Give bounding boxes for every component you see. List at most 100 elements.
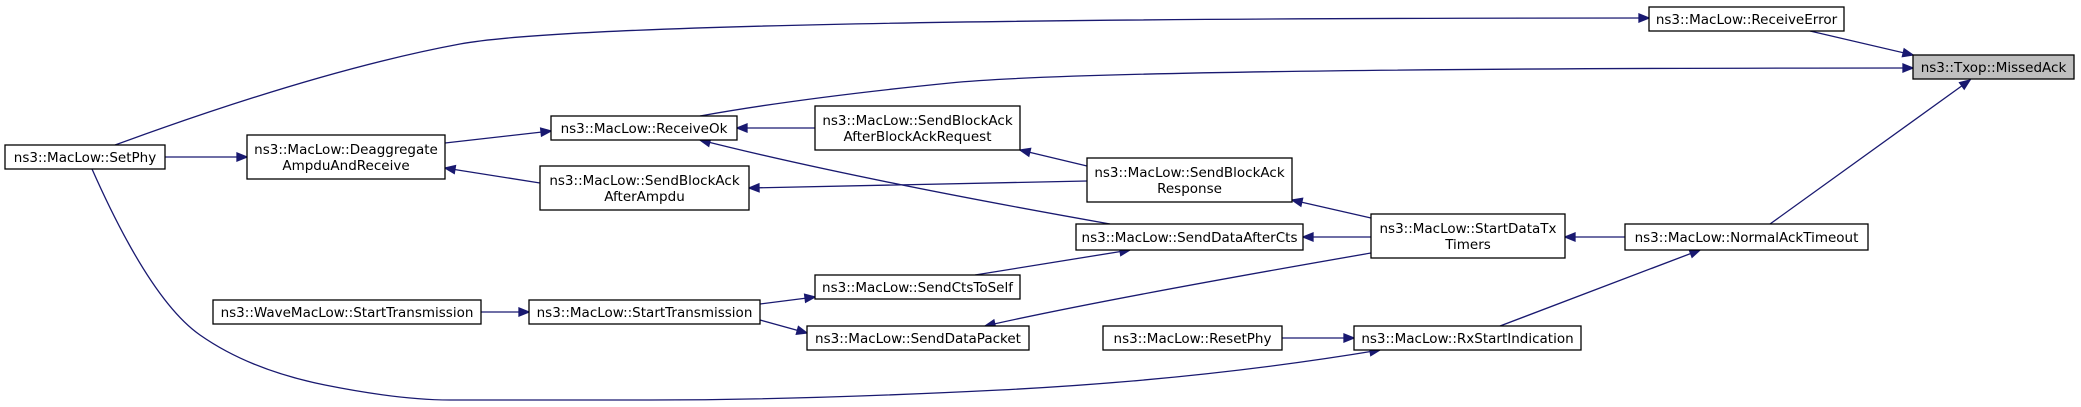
edge-line (444, 167, 541, 184)
node-label: ns3::MacLow::ReceiveError (1656, 12, 1838, 28)
edge-receive_error-to-missed_ack (1809, 30, 1915, 58)
arrowhead (518, 307, 531, 317)
node-box (1912, 54, 2075, 80)
node-label: ns3::MacLow::SendBlockAck (1094, 165, 1284, 181)
edge-line (748, 180, 1088, 189)
edge-receive_ok-to-missed_ack (699, 63, 1915, 117)
edge-line (1499, 249, 1701, 327)
arrowhead (539, 127, 553, 138)
edge-start_data_tx_timers-to-send_data_after_cts (1301, 232, 1371, 242)
node-label: ns3::MacLow::SendCtsToSelf (822, 280, 1014, 296)
node-box (1648, 6, 1845, 32)
edge-send_ba_response-to-send_ba_after_bar (1018, 147, 1088, 167)
node-box (1075, 223, 1304, 251)
node-label: Timers (1444, 237, 1491, 253)
node-box (528, 299, 761, 325)
edge-send_ba_response-to-send_ba_after_ampdu (747, 180, 1088, 193)
node-label: AfterAmpdu (604, 189, 685, 205)
edge-line (114, 17, 1650, 146)
node-box (806, 325, 1030, 351)
edge-start_transmission-to-send_data_packet (759, 319, 809, 335)
edge-line (1769, 79, 1971, 225)
arrowhead (1638, 13, 1651, 23)
node-send_ba_after_bar[interactable]: ns3::MacLow::SendBlockAckAfterBlockAckRe… (814, 105, 1021, 151)
edge-rx_start_indication-to-normal_ack_timeout (1499, 249, 1702, 327)
node-wave_start_transmission[interactable]: ns3::WaveMacLow::StartTransmission (212, 299, 482, 325)
node-receive_ok[interactable]: ns3::MacLow::ReceiveOk (550, 115, 738, 141)
node-label: ns3::MacLow::ReceiveOk (561, 121, 728, 137)
arrowhead (443, 164, 457, 175)
node-label: ns3::MacLow::StartTransmission (537, 305, 753, 321)
node-label: ns3::MacLow::Deaggregate (254, 142, 438, 158)
node-label: ns3::MacLow::RxStartIndication (1361, 331, 1573, 347)
nodes: ns3::Txop::MissedAckns3::MacLow::Receive… (4, 6, 2075, 351)
edge-line (1291, 199, 1372, 219)
edge-normal_ack_timeout-to-start_data_tx_timers (1563, 232, 1625, 242)
edge-line (91, 168, 1381, 401)
edge-line (1019, 149, 1088, 167)
edge-normal_ack_timeout-to-missed_ack (1769, 78, 1972, 225)
node-label: Response (1157, 181, 1222, 197)
node-send_data_after_cts[interactable]: ns3::MacLow::SendDataAfterCts (1075, 223, 1304, 251)
arrowhead (1563, 232, 1576, 242)
node-box (1353, 325, 1582, 351)
edge-set_phy-to-receive_error (114, 13, 1651, 146)
node-box (246, 134, 446, 180)
node-label: AfterBlockAckRequest (843, 129, 991, 145)
node-send_cts_to_self[interactable]: ns3::MacLow::SendCtsToSelf (814, 274, 1021, 300)
edge-line (1809, 30, 1914, 56)
node-label: ns3::MacLow::SendDataAfterCts (1082, 230, 1298, 246)
node-label: ns3::Txop::MissedAck (1921, 60, 2067, 76)
edge-start_transmission-to-send_cts_to_self (759, 293, 817, 305)
node-box (212, 299, 482, 325)
node-label: ns3::WaveMacLow::StartTransmission (221, 305, 474, 321)
edge-set_phy-to-deaggregate (165, 152, 249, 162)
node-normal_ack_timeout[interactable]: ns3::MacLow::NormalAckTimeout (1624, 223, 1869, 251)
node-box (814, 274, 1021, 300)
node-box (539, 165, 750, 211)
edge-start_data_tx_timers-to-send_ba_response (1290, 197, 1372, 219)
node-set_phy[interactable]: ns3::MacLow::SetPhy (4, 144, 166, 170)
node-send_data_packet[interactable]: ns3::MacLow::SendDataPacket (806, 325, 1030, 351)
arrowhead (795, 325, 809, 335)
node-box (1102, 325, 1283, 351)
edge-deaggregate-to-receive_ok (444, 127, 553, 144)
node-box (1624, 223, 1869, 251)
edge-reset_phy-to-rx_start_indication (1282, 333, 1356, 343)
arrowhead (1290, 197, 1304, 208)
node-rx_start_indication[interactable]: ns3::MacLow::RxStartIndication (1353, 325, 1582, 351)
edge-line (699, 67, 1914, 117)
arrowhead (1688, 249, 1702, 259)
edge-send_ba_after_bar-to-receive_ok (735, 123, 815, 133)
edge-line (984, 252, 1372, 327)
edge-send_cts_to_self-to-send_data_after_cts (974, 246, 1132, 276)
arrowhead (747, 182, 760, 193)
edge-line (699, 139, 1111, 225)
node-reset_phy[interactable]: ns3::MacLow::ResetPhy (1102, 325, 1283, 351)
arrowhead (1901, 47, 1915, 58)
arrowhead (735, 123, 748, 133)
node-label: ns3::MacLow::StartDataTx (1379, 221, 1556, 237)
node-box (1086, 157, 1293, 203)
node-label: ns3::MacLow::NormalAckTimeout (1635, 230, 1859, 246)
arrowhead (1343, 333, 1356, 343)
node-label: AmpduAndReceive (282, 158, 409, 174)
node-box (814, 105, 1021, 151)
arrowhead (236, 152, 249, 162)
node-missed_ack[interactable]: ns3::Txop::MissedAck (1912, 54, 2075, 80)
node-label: ns3::MacLow::SendDataPacket (815, 331, 1021, 347)
edge-line (444, 130, 552, 144)
node-receive_error[interactable]: ns3::MacLow::ReceiveError (1648, 6, 1845, 32)
edges (91, 13, 1972, 401)
edge-send_ba_after_ampdu-to-deaggregate (443, 164, 541, 184)
node-box (550, 115, 738, 141)
edge-wave_start_transmission-to-start_transmission (481, 307, 531, 317)
arrowhead (803, 293, 817, 304)
node-start_transmission[interactable]: ns3::MacLow::StartTransmission (528, 299, 761, 325)
node-box (1370, 213, 1566, 259)
